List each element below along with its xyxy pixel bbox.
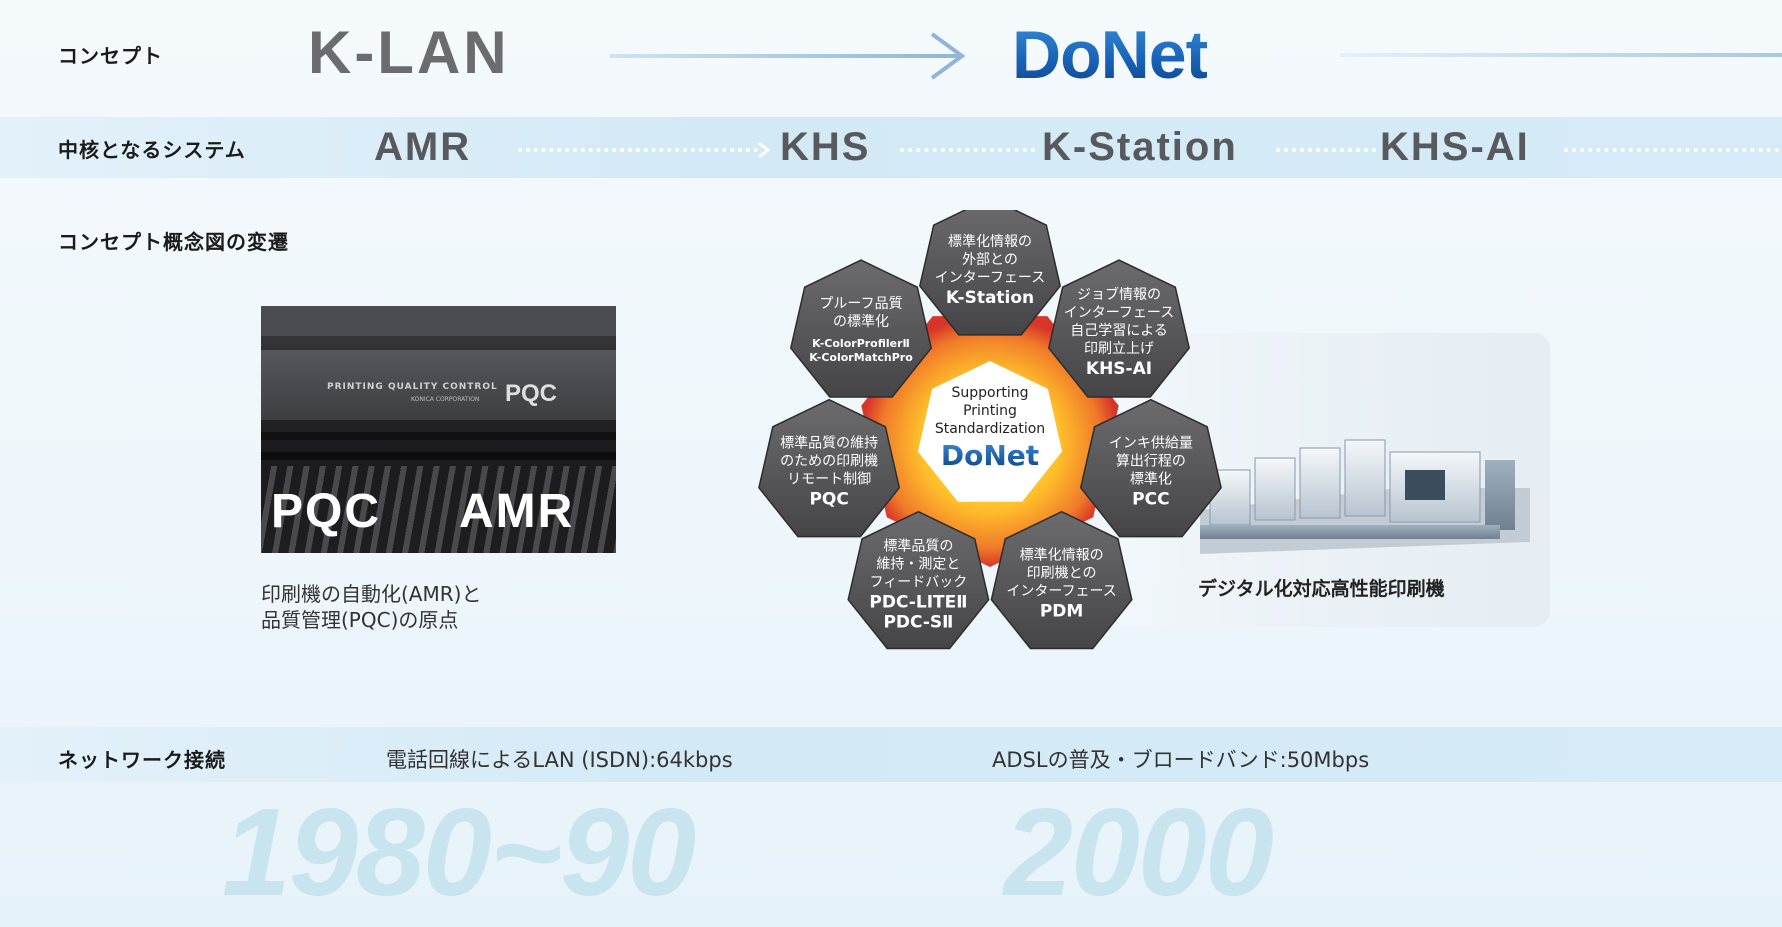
hub-heptagon: [917, 361, 1063, 502]
petal-hexagon: [789, 259, 933, 398]
core-system-row-label: 中核となるシステム: [58, 138, 246, 162]
petal-text: 標準化: [1130, 472, 1172, 488]
photo-caption-line2: 品質管理(PQC)の原点: [261, 608, 459, 632]
petal-text: ジョブ情報の: [1077, 286, 1161, 303]
petal-text: の標準化: [833, 314, 889, 330]
printing-press-image: [1200, 439, 1530, 554]
network-row-label: ネットワーク接続: [58, 748, 226, 772]
network-era2: ADSLの普及・ブロードバンド:50Mbps: [992, 748, 1370, 772]
concept-row-label: コンセプト: [58, 44, 163, 68]
k-lan-logo: K-LAN: [308, 19, 510, 86]
hub-text: Supporting: [952, 385, 1029, 401]
petal-text: 標準品質の維持: [780, 436, 878, 452]
petal-hexagon: [847, 510, 990, 650]
petal-text: インキ供給量: [1109, 436, 1193, 452]
pqc-amr-photo: PRINTING QUALITY CONTROL KONICA CORPORAT…: [261, 306, 616, 553]
petal-text: インターフェース: [1006, 584, 1116, 600]
petal-hexagon: [990, 510, 1133, 650]
photo-caption-line1: 印刷機の自動化(AMR)と: [261, 582, 482, 606]
petal-product-name: KHS-AI: [1086, 359, 1152, 379]
petal-text: フィードバック: [870, 575, 968, 591]
petal-hexagon: [1079, 398, 1222, 538]
petal-text: プルーフ品質: [819, 296, 902, 312]
petal-text: 標準化情報の: [948, 234, 1032, 250]
petal-text: インターフェース: [935, 270, 1045, 286]
core-system-band: [0, 117, 1782, 178]
petal-text: 印刷機との: [1027, 566, 1097, 582]
petal-text: 自己学習による: [1070, 323, 1168, 339]
hub-donet-logo: DoNet: [941, 439, 1039, 472]
donet-logo: DoNet: [1012, 17, 1208, 93]
hub-text: Printing: [963, 403, 1017, 419]
petal-text: 標準化情報の: [1020, 548, 1104, 564]
petal-hexagon: [1047, 259, 1191, 398]
network-era1: 電話回線によるLAN (ISDN):64kbps: [386, 748, 733, 772]
petal-text: のための印刷機: [780, 454, 878, 470]
chevron-right-icon: [758, 141, 771, 159]
photo-label-pqc: PQC: [271, 485, 382, 538]
photo-panel-text: PRINTING QUALITY CONTROL: [327, 382, 498, 392]
petal-text: 外部との: [962, 252, 1018, 268]
hub-text: Standardization: [935, 421, 1045, 437]
year-1980-90: 1980~90: [222, 784, 696, 922]
photo-label-amr: AMR: [459, 485, 575, 538]
dotted-connector: [1564, 148, 1779, 152]
petal-text: 標準品質の: [883, 539, 953, 555]
photo-panel-sub: KONICA CORPORATION: [411, 396, 480, 403]
system-amr: AMR: [374, 125, 472, 169]
fade-line: [1340, 53, 1782, 57]
petal-text: 算出行程の: [1116, 454, 1186, 470]
petal-product-name: K-ColorProfilerⅡ: [812, 337, 910, 350]
petal-product-name: PCC: [1132, 490, 1169, 510]
press-label: デジタル化対応高性能印刷機: [1198, 578, 1445, 600]
system-khs: KHS: [780, 125, 871, 169]
petal-text: 維持・測定と: [876, 557, 960, 573]
petal-product-name: PDC-LITEⅡ: [869, 593, 967, 613]
petal-product-name: K-Station: [946, 288, 1034, 308]
photo-panel-logo: PQC: [505, 380, 558, 407]
diagram-history-row-label: コンセプト概念図の変遷: [58, 230, 289, 254]
petal-text: 印刷立上げ: [1084, 341, 1154, 357]
petal-product-name: K-ColorMatchPro: [809, 351, 913, 364]
system-khs-ai: KHS-AI: [1380, 125, 1530, 169]
system-k-station: K-Station: [1042, 125, 1238, 169]
dotted-connector: [900, 148, 1035, 152]
network-band: [0, 727, 1782, 782]
petal-product-name: PQC: [809, 490, 848, 510]
dotted-connector: [1276, 148, 1376, 152]
petal-text: リモート制御: [787, 472, 871, 488]
petal-product-name: PDC-SⅡ: [883, 613, 953, 633]
petal-text: インターフェース: [1064, 305, 1174, 321]
arrow-right-icon: [610, 32, 966, 80]
petal-hexagon: [918, 210, 1062, 336]
dotted-connector: [518, 148, 758, 152]
petal-hexagon: [758, 398, 901, 538]
petal-product-name: PDM: [1040, 602, 1084, 622]
year-2000: 2000: [1004, 784, 1274, 922]
